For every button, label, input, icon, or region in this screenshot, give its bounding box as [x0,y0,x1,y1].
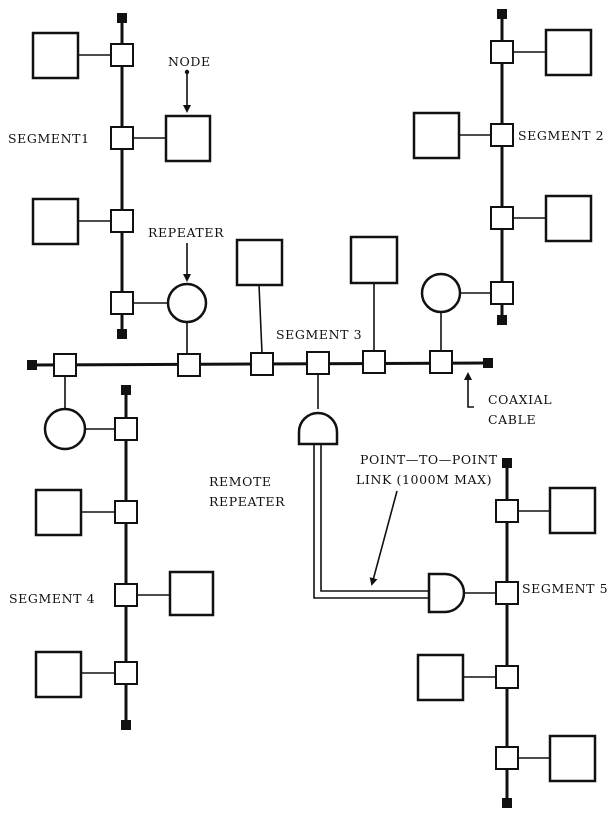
label-segment-2: SEGMENT 2 [518,128,604,143]
node [416,653,465,702]
coaxial-callout-arrow [464,372,474,408]
transceiver-tap [495,581,519,605]
label-remote-line-1: REMOTE [209,474,272,489]
segment-1 [31,13,212,339]
transceiver-tap [490,206,514,230]
transceiver-tap [250,352,274,376]
node [31,31,80,80]
transceiver-tap [114,500,138,524]
segment-4-terminator-bottom [121,720,131,730]
transceiver-tap [110,291,134,315]
annotation-arrows [183,69,474,586]
label-segment-1: SEGMENT1 [8,131,90,146]
node [31,197,80,246]
label-node: NODE [168,54,211,69]
node-callout-dot [184,69,190,75]
segment-3 [27,235,493,411]
label-link-line-2: LINK (1000M MAX) [356,472,492,487]
transceiver-tap [495,665,519,689]
transceiver-tap [53,353,77,377]
segment-3-terminator-left [27,360,37,370]
segment-5-terminator-top [502,458,512,468]
transceiver-tap [114,661,138,685]
node [34,650,83,699]
repeater [43,407,87,451]
repeater [420,272,462,314]
transceiver-tap [362,350,386,374]
label-coaxial-line-1: COAXIAL [488,392,552,407]
node [349,235,399,285]
transceiver-tap [110,43,134,67]
transceiver-tap [114,583,138,607]
repeater [166,282,208,324]
label-link-line-1: POINT—TO—POINT [360,452,498,467]
labels: NODE SEGMENT1 SEGMENT 2 REPEATER SEGMENT… [8,54,608,606]
transceiver-tap [110,126,134,150]
transceiver-tap [429,350,453,374]
remote-repeater-link [297,411,495,614]
transceiver-tap [177,353,201,377]
segment-1-terminator-bottom [117,329,127,339]
transceiver-tap [114,417,138,441]
node [235,238,284,287]
segment-4-terminator-top [121,385,131,395]
label-segment-5: SEGMENT 5 [522,581,608,596]
transceiver-tap [490,40,514,64]
node [168,570,215,617]
node [544,194,593,243]
node [164,114,212,163]
segment-2 [412,9,593,325]
transceiver-tap [495,499,519,523]
transceiver-tap [490,123,514,147]
segment-3-terminator-right [483,358,493,368]
point-to-point-link-line-outer [313,444,429,599]
label-segment-3: SEGMENT 3 [276,327,362,342]
label-remote-line-2: REPEATER [209,494,285,509]
repeater-1-3 [166,282,208,354]
transceiver-tap [490,281,514,305]
segment-5 [416,458,597,808]
segment-1-terminator-top [117,13,127,23]
label-repeater: REPEATER [148,225,224,240]
node [34,488,83,537]
remote-repeater-far [427,572,466,614]
transceiver-tap [495,746,519,770]
remote-repeater [297,411,339,446]
node [544,28,593,77]
drop-cable [258,284,263,354]
transceiver-tap [110,209,134,233]
label-segment-4: SEGMENT 4 [9,591,95,606]
transceiver-tap [306,351,330,375]
repeater-2-3 [420,272,462,354]
node [548,486,597,535]
segment-2-terminator-bottom [497,315,507,325]
segment-5-terminator-bottom [502,798,512,808]
label-coaxial-line-2: CABLE [488,412,536,427]
point-to-point-link-line-inner [320,444,429,592]
link-callout-arrow [369,490,398,586]
node [412,111,461,160]
repeater-3-4 [43,407,115,451]
node [548,734,597,783]
segment-2-terminator-top [497,9,507,19]
segment-4 [34,385,215,730]
